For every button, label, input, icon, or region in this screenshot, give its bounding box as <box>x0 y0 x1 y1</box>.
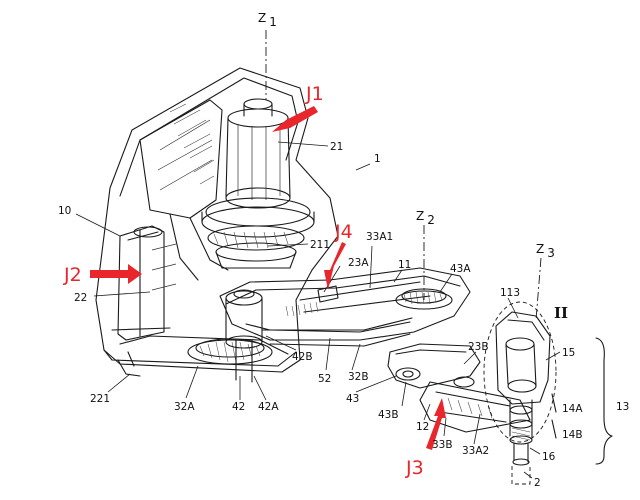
z2-label: Z <box>416 209 424 223</box>
label-21: 21 <box>330 141 343 153</box>
label-base: 10 <box>58 205 71 217</box>
j3-label: J3 <box>405 457 424 479</box>
label-first-arm: 11 <box>398 259 411 271</box>
section-mark: II <box>554 304 568 322</box>
z2-subscript: 2 <box>427 213 435 227</box>
callout-labels: J1 J2 J3 J4 <box>63 83 424 479</box>
label-211: 211 <box>310 239 330 251</box>
j2-arrow <box>90 264 142 284</box>
label-221: 221 <box>90 393 110 405</box>
z1-subscript: 1 <box>269 15 277 29</box>
leader-lines <box>75 141 561 479</box>
label-15: 15 <box>562 347 575 359</box>
j1-arrow <box>272 106 318 132</box>
first-arm <box>219 267 471 383</box>
z3-label: Z <box>536 242 544 256</box>
j3-arrow <box>426 398 446 450</box>
z1-label: Z <box>258 11 266 25</box>
label-33a2: 33A2 <box>462 445 489 457</box>
label-2: 2 <box>534 477 541 489</box>
label-43a: 43A <box>450 263 471 275</box>
second-arm <box>387 343 531 433</box>
j1-motor-column <box>201 98 315 269</box>
label-33a1: 33A1 <box>366 231 393 243</box>
j2-label: J2 <box>63 264 82 286</box>
label-14a: 14A <box>562 403 583 415</box>
label-42a: 42A <box>258 401 279 413</box>
label-43: 43 <box>346 393 359 405</box>
label-43b: 43B <box>378 409 399 421</box>
label-robot: 1 <box>374 153 381 165</box>
label-42b: 42B <box>292 351 313 363</box>
z3-subscript: 3 <box>547 246 555 260</box>
j4-label: J4 <box>334 221 353 243</box>
label-113: 113 <box>500 287 520 299</box>
label-second-arm: 12 <box>416 421 429 433</box>
label-32a: 32A <box>174 401 195 413</box>
label-52: 52 <box>318 373 331 385</box>
label-third-arm: 13 <box>616 401 629 413</box>
j1-label: J1 <box>305 83 324 105</box>
label-23a: 23A <box>348 257 369 269</box>
label-42: 42 <box>232 401 245 413</box>
reference-numerals: 1 10 21 211 22 221 32A 42 42A 42B 52 32B… <box>58 141 629 489</box>
third-arm <box>483 301 613 485</box>
svg-text:Z1: Z1 <box>258 11 277 29</box>
j4-arrow <box>324 242 346 290</box>
svg-text:Z2: Z2 <box>416 209 435 227</box>
callout-arrows <box>90 106 446 450</box>
label-23b: 23B <box>468 341 489 353</box>
svg-text:Z3: Z3 <box>536 242 555 260</box>
label-16: 16 <box>542 451 556 463</box>
axis-lines <box>265 30 542 321</box>
label-33b: 33B <box>432 439 453 451</box>
label-22: 22 <box>74 292 87 304</box>
label-14b: 14B <box>562 429 583 441</box>
base-housing <box>95 67 339 377</box>
label-32b: 32B <box>348 371 369 383</box>
